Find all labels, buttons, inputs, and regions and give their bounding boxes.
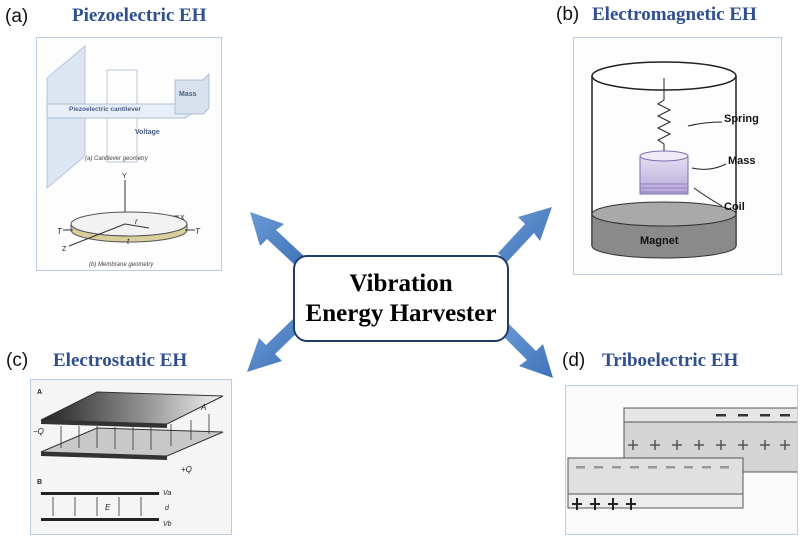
arrow-to-electrostatic <box>247 318 303 372</box>
top-plate <box>40 391 224 425</box>
tension-right-label: T <box>195 227 201 236</box>
radius-label: r <box>135 217 138 226</box>
voltage-a-label: Va <box>163 490 171 497</box>
panel-c-letter: (c) <box>6 350 29 371</box>
lower-electrode <box>41 518 159 521</box>
mass-label: Mass <box>728 155 756 167</box>
gap-label: d <box>165 505 170 512</box>
positive-charge-label: +Q <box>181 465 192 474</box>
panel-d-figure <box>565 385 800 535</box>
field-lines-b <box>52 497 142 516</box>
axis-x-label: X <box>180 215 185 222</box>
lower-negative-charges <box>576 466 729 469</box>
magnet-top <box>591 201 737 227</box>
spring <box>656 78 672 156</box>
center-title-line2: Energy Harvester <box>305 299 497 327</box>
upper-negative-charges <box>716 414 790 417</box>
panel-b-heading: Electromagnetic EH <box>592 4 757 25</box>
axis-z-line <box>68 223 126 247</box>
spring-pointer <box>687 121 723 127</box>
field-label: E <box>105 503 111 512</box>
lower-positive-charges <box>572 498 636 510</box>
coil-mass-top <box>639 150 689 162</box>
section-a-label: A <box>37 389 42 396</box>
axis-z-label: Z <box>62 246 67 253</box>
section-b-label: B <box>37 479 42 486</box>
center-title-box: Vibration Energy Harvester <box>293 255 509 342</box>
plate-area-label: A <box>200 403 206 412</box>
panel-b-letter: (b) <box>556 4 580 25</box>
magnet-label: Magnet <box>640 235 679 247</box>
arrow-to-electromagnetic <box>498 207 552 262</box>
top-plate-edge <box>41 420 167 428</box>
panel-a-figure: Mass Piezoelectric cantilever Voltage (a… <box>36 37 222 271</box>
mass-block <box>174 72 210 115</box>
cantilever-label: Piezoelectric cantilever <box>69 106 141 113</box>
voltage-b-label: Vb <box>163 521 172 528</box>
upper-layer-top-film <box>623 407 800 423</box>
thickness-label: t <box>127 237 130 246</box>
panel-c-heading: Electrostatic EH <box>53 350 188 371</box>
voltage-label: Voltage <box>135 129 160 136</box>
tension-left-label: T <box>57 227 63 236</box>
panel-a-heading: Piezoelectric EH <box>72 5 207 26</box>
coil-label: Coil <box>724 201 745 213</box>
arrow-to-triboelectric <box>499 323 553 378</box>
spring-label: Spring <box>724 113 759 125</box>
arrow-to-piezoelectric <box>250 212 305 266</box>
triboelectric-illustration <box>567 407 800 510</box>
piezoelectric-illustration: Mass Piezoelectric cantilever Voltage (a… <box>46 44 210 268</box>
panel-d-heading: Triboelectric EH <box>602 350 739 371</box>
electromagnetic-illustration: Magnet Spring Mass Coil <box>591 61 759 259</box>
coil-pointer <box>693 187 723 207</box>
bottom-plate-edge <box>41 452 167 460</box>
bottom-plate <box>40 427 224 457</box>
negative-charge-label: −Q <box>33 427 44 436</box>
upper-positive-charges <box>628 440 790 450</box>
panel-d-letter: (d) <box>562 350 586 371</box>
mass-pointer <box>691 163 727 170</box>
cantilever-caption: (a) Cantilever geometry <box>85 156 149 162</box>
panel-c-figure: A A −Q +Q B E Va d Vb <box>30 379 232 535</box>
center-title-line1: Vibration <box>349 269 453 297</box>
upper-electrode <box>41 492 159 495</box>
field-lines <box>60 414 210 450</box>
panel-a-letter: (a) <box>5 6 29 27</box>
radius-line <box>124 223 150 229</box>
axis-y-label: Y <box>122 173 127 180</box>
mass-label: Mass <box>179 91 197 98</box>
membrane-caption: (b) Membrane geometry <box>89 262 154 268</box>
panel-b-figure: Magnet Spring Mass Coil <box>573 37 782 275</box>
electrostatic-illustration: A A −Q +Q B E Va d Vb <box>33 389 224 528</box>
